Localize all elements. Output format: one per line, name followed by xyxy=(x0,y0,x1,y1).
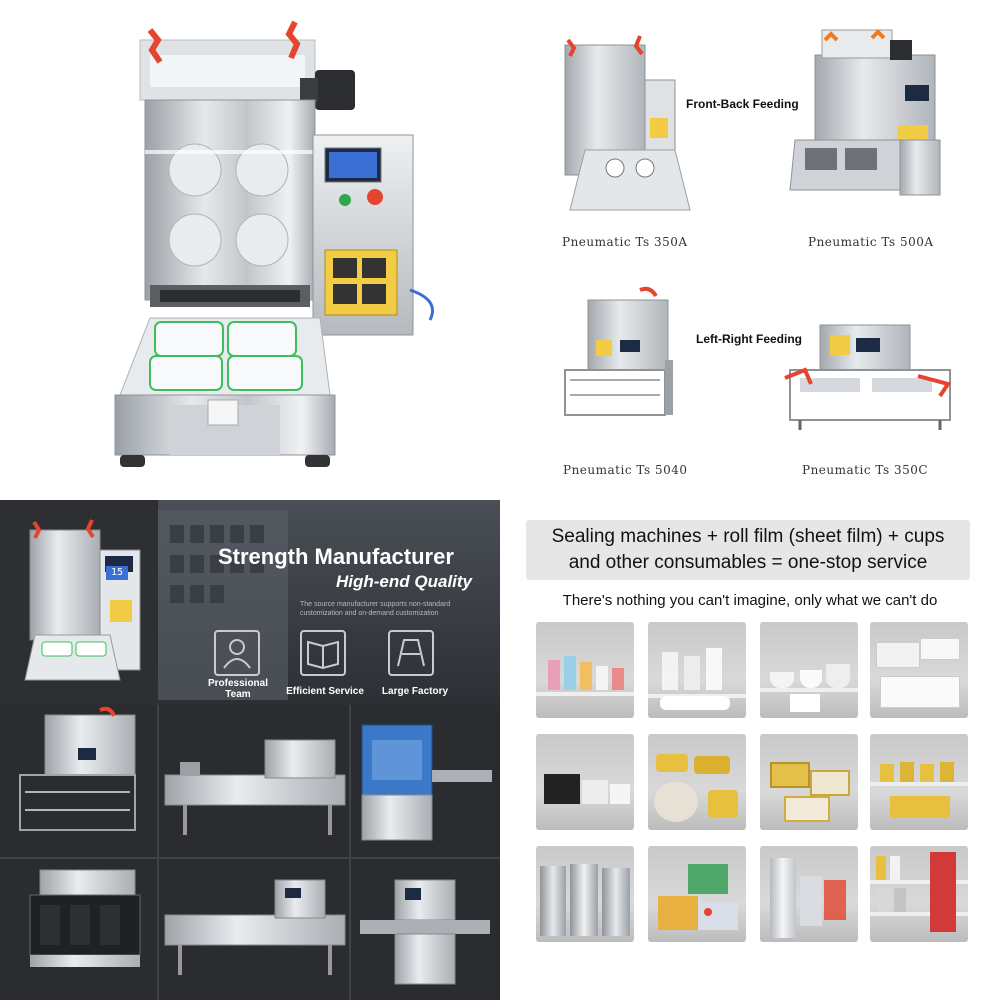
product-tile-trays xyxy=(870,622,968,718)
product-tile-film-rolls xyxy=(760,846,858,942)
model-caption-350a: Pneumatic Ts 350A xyxy=(562,235,688,249)
brand-title: Strength Manufacturer xyxy=(218,544,454,569)
product-tile-bowls xyxy=(760,622,858,718)
feature-label-large-factory: Large Factory xyxy=(381,686,449,697)
product-tile-stock-shelves xyxy=(870,846,968,942)
model-350c-machine xyxy=(784,324,952,430)
product-tile-gold-foil-bowls xyxy=(648,734,746,830)
machine-display-readout: 15 xyxy=(106,566,128,580)
model-caption-5040: Pneumatic Ts 5040 xyxy=(563,463,688,477)
consumables-panel: Sealing machines + roll film (sheet film… xyxy=(500,500,1000,1000)
model-500a-machine xyxy=(789,29,941,196)
brand-description: The source manufacturer supports non-sta… xyxy=(300,601,451,617)
brand-subtitle: High-end Quality xyxy=(336,572,472,591)
feature-label-professional-team: Professional Team xyxy=(207,678,269,700)
product-tile-printed-films xyxy=(648,846,746,942)
model-caption-350c: Pneumatic Ts 350C xyxy=(802,463,929,477)
team-icon xyxy=(214,630,260,676)
factory-icon xyxy=(388,630,434,676)
main-machine-photo xyxy=(0,0,500,500)
product-tile-paper-cups xyxy=(536,622,634,718)
manufacturer-collage: 15 Strength Manufacturer High-end Qualit… xyxy=(0,500,500,1000)
front-back-feeding-label: Front-Back Feeding xyxy=(686,97,799,111)
left-right-feeding-label: Left-Right Feeding xyxy=(696,332,802,346)
feature-label-efficient-service: Efficient Service xyxy=(286,686,364,697)
product-tile-plastic-cups xyxy=(648,622,746,718)
model-caption-500a: Pneumatic Ts 500A xyxy=(808,235,934,249)
model-350a-machine xyxy=(564,35,691,211)
banner-line-2: and other consumables = one-stop service xyxy=(568,552,928,573)
manufacturer-collage-graphics xyxy=(0,500,500,1000)
book-service-icon xyxy=(300,630,346,676)
one-stop-service-banner: Sealing machines + roll film (sheet film… xyxy=(526,520,970,580)
product-tile-gold-cups xyxy=(870,734,968,830)
banner-line-1: Sealing machines + roll film (sheet film… xyxy=(551,526,945,547)
model-lineup-panel: Front-Back Feeding Left-Right Feeding Pn… xyxy=(500,0,1000,500)
model-5040-machine xyxy=(564,286,673,416)
product-tile-foil-containers xyxy=(760,734,858,830)
sealing-machine-illustration xyxy=(114,20,434,467)
model-lineup-illustrations xyxy=(564,29,952,430)
tagline: There's nothing you can't imagine, only … xyxy=(562,592,938,609)
product-tile-black-trays xyxy=(536,734,634,830)
product-tile-foil-rolls xyxy=(536,846,634,942)
